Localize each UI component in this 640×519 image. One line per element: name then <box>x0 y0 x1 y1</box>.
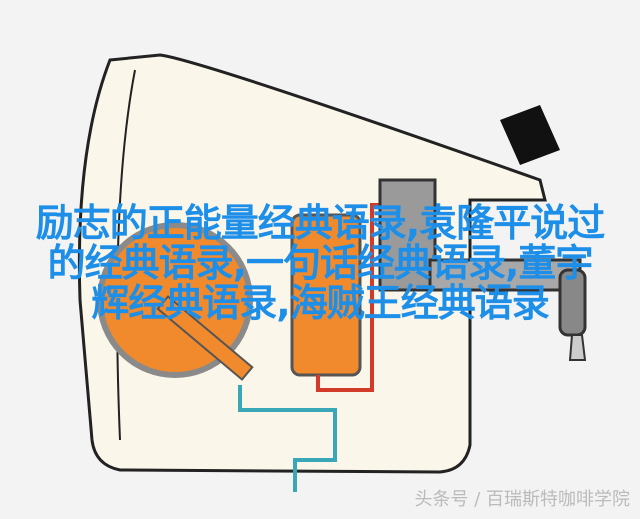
group-head <box>378 178 437 292</box>
tank-pipe <box>156 295 254 381</box>
caption-line: 励志的正能量经典语录,袁隆平说过 <box>35 201 605 245</box>
caption-overlay: 励志的正能量经典语录,袁隆平说过 的经典语录,一句话经典语录,董宇 辉经典语录,… <box>0 203 640 323</box>
spout <box>568 334 587 361</box>
caption-line: 辉经典语录,海贼王经典语录 <box>91 281 549 325</box>
boiler <box>290 213 362 377</box>
body-inner-edge <box>116 69 136 441</box>
watermark: 头条号 / 百瑞斯特咖啡学院 <box>414 489 630 510</box>
steam-valve <box>500 105 560 165</box>
caption-line: 的经典语录,一句话经典语录,董宇 <box>47 241 594 285</box>
cold-water-pipe <box>238 385 337 492</box>
